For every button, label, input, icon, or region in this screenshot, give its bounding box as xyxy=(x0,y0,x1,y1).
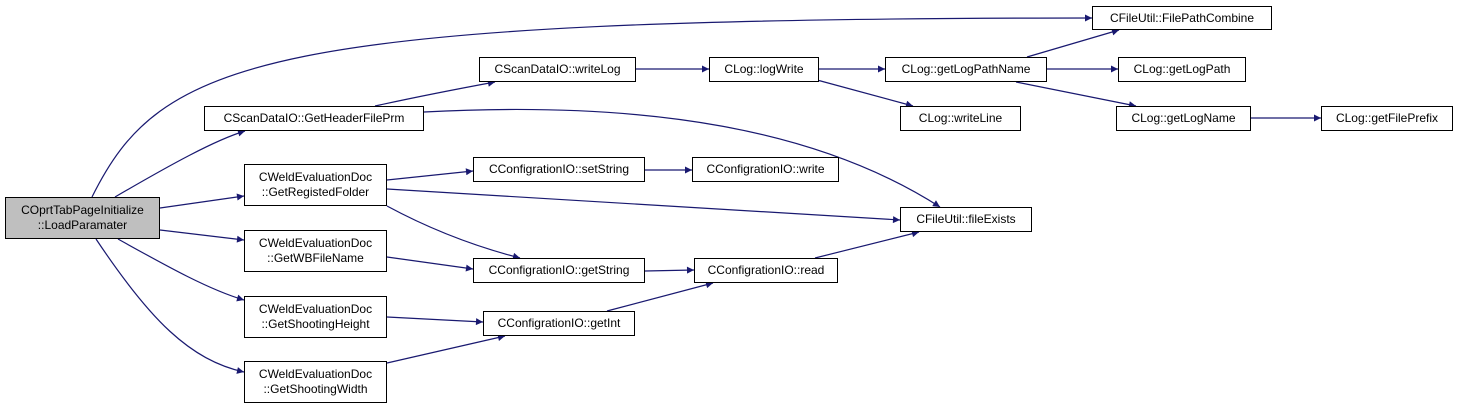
node-get-log-path[interactable]: CLog::getLogPath xyxy=(1118,57,1246,82)
node-label: CLog::getLogPath xyxy=(1133,62,1231,76)
node-get-log-name[interactable]: CLog::getLogName xyxy=(1116,106,1251,131)
node-label: ::GetWBFileName xyxy=(267,251,364,265)
node-label: CWeldEvaluationDoc xyxy=(258,367,373,381)
node-read[interactable]: CConfigrationIO::read xyxy=(694,258,838,283)
node-get-header-file-prm[interactable]: CScanDataIO::GetHeaderFilePrm xyxy=(204,106,424,131)
edge-glpn-to-fpc xyxy=(1026,28,1120,58)
node-log-write[interactable]: CLog::logWrite xyxy=(709,57,819,82)
node-label: CLog::getFilePrefix xyxy=(1335,111,1439,125)
edge-logw-to-wline xyxy=(816,79,914,108)
node-label: ::LoadParamater xyxy=(37,218,128,232)
node-label: CFileUtil::fileExists xyxy=(916,212,1016,226)
node-get-shooting-width[interactable]: CWeldEvaluationDoc ::GetShootingWidth xyxy=(244,361,387,403)
node-write[interactable]: CConfigrationIO::write xyxy=(692,157,839,182)
node-get-shooting-height[interactable]: CWeldEvaluationDoc ::GetShootingHeight xyxy=(244,296,387,338)
edge-root-to-fpc xyxy=(91,14,1093,198)
edge-grf-to-sets xyxy=(386,168,474,181)
node-load-paramater[interactable]: COprtTabPageInitialize ::LoadParamater xyxy=(5,197,160,239)
node-label: CLog::logWrite xyxy=(724,62,804,76)
edge-root-to-gwb xyxy=(159,229,245,243)
node-label: CConfigrationIO::setString xyxy=(488,162,630,176)
edge-root-to-gsw xyxy=(95,238,245,374)
edge-root-to-grf xyxy=(159,193,245,209)
node-label: CConfigrationIO::getInt xyxy=(497,316,621,330)
node-label: ::GetShootingHeight xyxy=(261,317,370,331)
edge-gsw-to-geti xyxy=(386,334,506,364)
edge-gsh-to-geti xyxy=(386,316,484,326)
node-set-string[interactable]: CConfigrationIO::setString xyxy=(473,157,645,182)
edge-read-to-fex xyxy=(814,230,920,259)
node-label: CLog::getLogName xyxy=(1131,111,1236,125)
edge-ghfp-to-wlog xyxy=(374,79,496,107)
node-get-registed-folder[interactable]: CWeldEvaluationDoc ::GetRegistedFolder xyxy=(244,164,387,206)
node-label: CScanDataIO::writeLog xyxy=(494,62,621,76)
node-label: COprtTabPageInitialize xyxy=(21,203,144,217)
node-label: CWeldEvaluationDoc xyxy=(258,302,373,316)
edge-grf-to-fex xyxy=(386,188,901,224)
node-get-file-prefix[interactable]: CLog::getFilePrefix xyxy=(1321,106,1453,131)
edge-root-to-gsh xyxy=(117,238,245,302)
edge-gets-to-read xyxy=(644,266,695,274)
node-label: CConfigrationIO::write xyxy=(706,162,825,176)
node-get-wb-file-name[interactable]: CWeldEvaluationDoc ::GetWBFileName xyxy=(244,230,387,272)
edge-grf-to-gets xyxy=(386,205,521,260)
node-label: ::GetRegistedFolder xyxy=(261,185,370,199)
edge-ghfp-to-fex xyxy=(423,108,941,208)
node-label: CLog::writeLine xyxy=(918,111,1003,125)
node-label: ::GetShootingWidth xyxy=(263,382,368,396)
edge-gwb-to-gets xyxy=(386,256,474,272)
node-label: CWeldEvaluationDoc xyxy=(258,170,373,184)
node-label: CFileUtil::FilePathCombine xyxy=(1109,10,1255,25)
edge-geti-to-read xyxy=(606,281,714,312)
node-label: CConfigrationIO::read xyxy=(707,263,825,277)
edge-root-to-ghfp xyxy=(114,129,246,198)
node-get-log-path-name[interactable]: CLog::getLogPathName xyxy=(885,57,1047,82)
edge-glpn-to-gln xyxy=(1015,81,1137,109)
node-get-int[interactable]: CConfigrationIO::getInt xyxy=(483,311,635,336)
node-write-line[interactable]: CLog::writeLine xyxy=(900,106,1021,131)
node-label: CScanDataIO::GetHeaderFilePrm xyxy=(223,111,405,125)
node-get-string[interactable]: CConfigrationIO::getString xyxy=(473,258,645,283)
node-label: CLog::getLogPathName xyxy=(901,62,1031,76)
node-label: CWeldEvaluationDoc xyxy=(258,236,373,250)
node-file-exists[interactable]: CFileUtil::fileExists xyxy=(900,207,1032,232)
node-file-path-combine[interactable]: CFileUtil::FilePathCombine xyxy=(1092,6,1272,30)
node-write-log[interactable]: CScanDataIO::writeLog xyxy=(479,57,636,82)
node-label: CConfigrationIO::getString xyxy=(488,263,630,277)
